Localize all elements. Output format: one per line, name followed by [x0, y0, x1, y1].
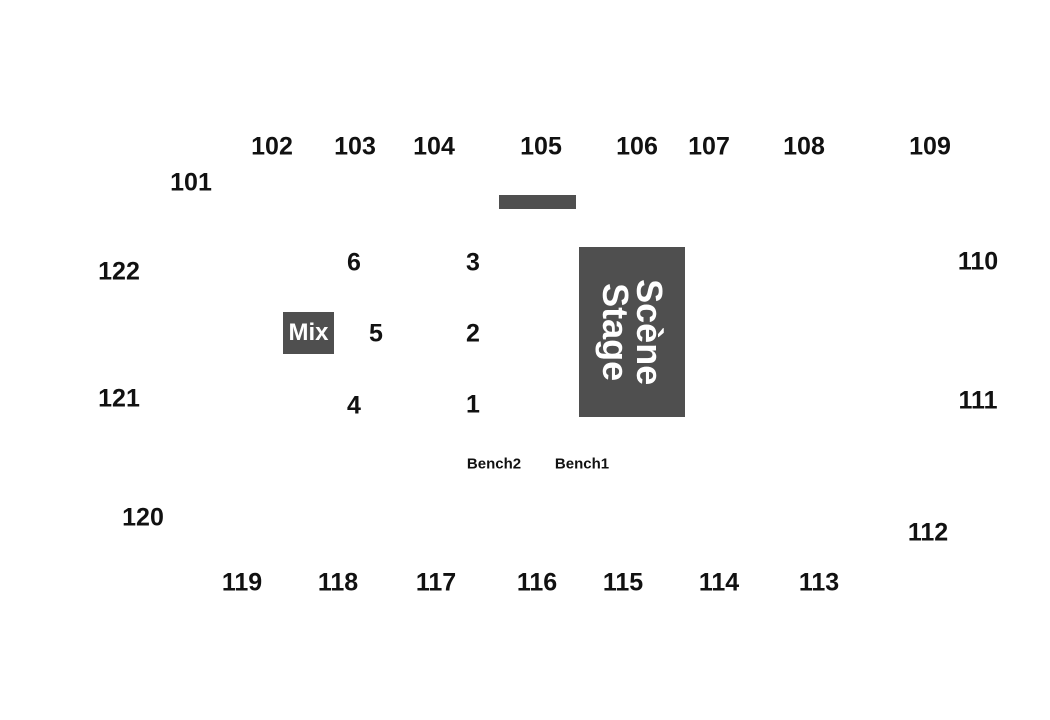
floor-section-6[interactable]: 6: [347, 248, 361, 277]
stage-label-english: Stage: [595, 282, 637, 382]
section-106[interactable]: 106: [616, 132, 658, 161]
section-118[interactable]: 118: [317, 568, 359, 597]
section-121[interactable]: 121: [98, 384, 140, 413]
section-115[interactable]: 115: [602, 568, 644, 597]
bench-1-label: Bench1: [554, 455, 610, 473]
section-110[interactable]: 110: [957, 247, 999, 276]
section-119[interactable]: 119: [221, 568, 263, 597]
floor-section-2[interactable]: 2: [466, 319, 480, 348]
platform-bar: [499, 195, 576, 209]
section-108[interactable]: 108: [783, 132, 825, 161]
stage-label-french: Scène: [629, 278, 671, 386]
section-114[interactable]: 114: [698, 568, 740, 597]
stage: Scène Stage: [579, 247, 685, 417]
mix-label: Mix: [288, 319, 329, 346]
section-113[interactable]: 113: [798, 568, 840, 597]
section-104[interactable]: 104: [413, 132, 455, 161]
section-101[interactable]: 101: [170, 168, 212, 197]
section-107[interactable]: 107: [688, 132, 730, 161]
section-116[interactable]: 116: [516, 568, 558, 597]
section-103[interactable]: 103: [334, 132, 376, 161]
floor-section-4[interactable]: 4: [347, 391, 361, 420]
section-102[interactable]: 102: [251, 132, 293, 161]
mix-position: Mix: [283, 312, 334, 354]
section-109[interactable]: 109: [909, 132, 951, 161]
section-120[interactable]: 120: [122, 503, 164, 532]
section-105[interactable]: 105: [520, 132, 562, 161]
floor-section-3[interactable]: 3: [466, 248, 480, 277]
section-122[interactable]: 122: [98, 257, 140, 286]
section-111[interactable]: 111: [958, 386, 998, 415]
section-112[interactable]: 112: [907, 518, 949, 547]
bench-2-label: Bench2: [466, 455, 522, 473]
section-117[interactable]: 117: [415, 568, 457, 597]
stage-label: Scène Stage: [595, 278, 671, 386]
floor-section-1[interactable]: 1: [466, 390, 480, 419]
floor-section-5[interactable]: 5: [369, 319, 383, 348]
